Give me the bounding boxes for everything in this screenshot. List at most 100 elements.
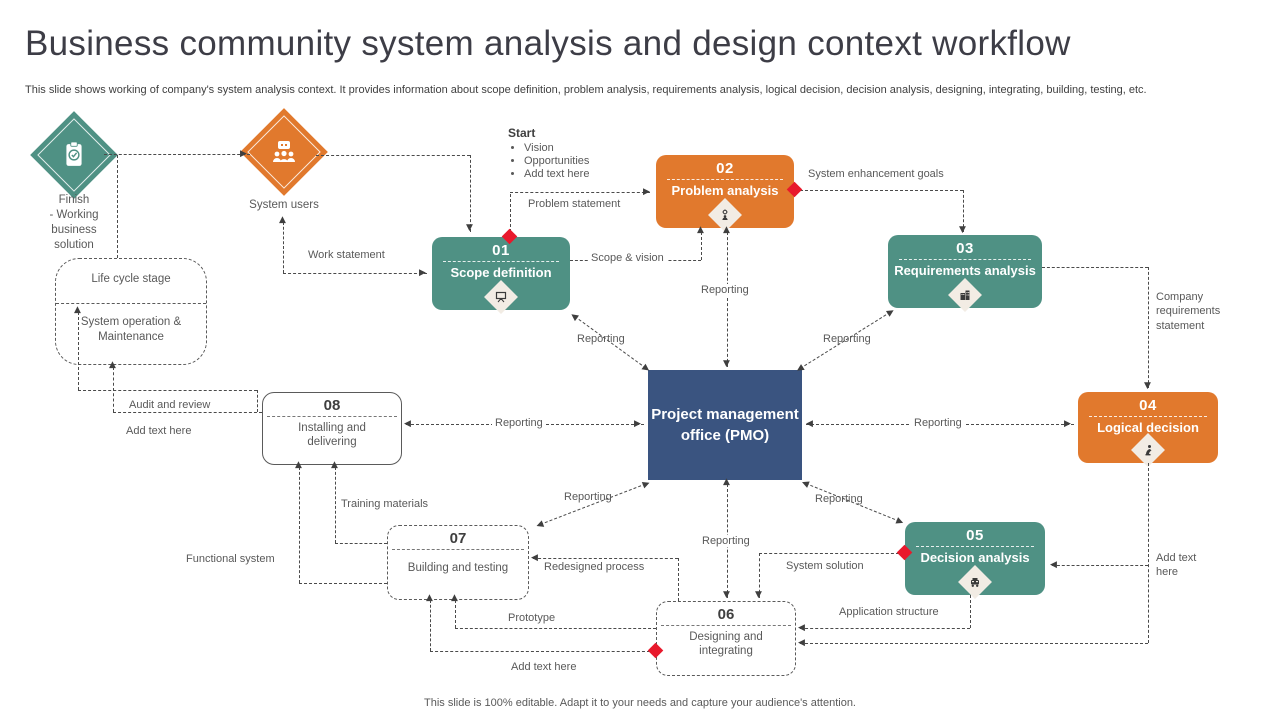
connector xyxy=(963,190,964,232)
connector xyxy=(1148,267,1149,388)
connector xyxy=(701,232,702,260)
node-label: Building and testing xyxy=(407,562,509,574)
connector xyxy=(455,628,656,629)
arrowhead: ▼ xyxy=(723,590,730,600)
connector xyxy=(470,155,471,232)
arrowhead: ▲ xyxy=(451,593,458,603)
edge-label-training-materials: Training materials xyxy=(338,498,432,510)
connector xyxy=(299,467,300,583)
start-title: Start xyxy=(508,126,536,140)
node-separator xyxy=(443,261,559,262)
arrowhead: ▼ xyxy=(466,223,473,233)
connector xyxy=(1042,267,1148,268)
edge-label-redesigned-process: Redesigned process xyxy=(544,561,645,573)
node-separator xyxy=(267,416,397,417)
arrowhead: ◀ xyxy=(531,553,538,563)
connector xyxy=(970,595,971,628)
connector xyxy=(455,600,456,628)
arrowhead: ▼ xyxy=(959,225,966,235)
node-number: 06 xyxy=(717,606,735,623)
arrowhead: ▼ xyxy=(755,590,762,600)
connector xyxy=(104,154,250,155)
connector: ◀▶ xyxy=(534,477,651,530)
connector xyxy=(78,390,257,391)
arrowhead: ▲ xyxy=(697,225,704,235)
users-icon xyxy=(273,141,295,162)
node-label: Problem analysis xyxy=(671,183,779,198)
lifecycle-divider xyxy=(56,303,206,304)
connector xyxy=(316,155,470,156)
arrowhead: ◀ xyxy=(800,476,811,489)
edge-label-reporting: Reporting xyxy=(564,491,612,503)
arrowhead: ▼ xyxy=(723,359,730,369)
edge-label-problem-statement: Problem statement xyxy=(528,198,621,210)
node-04-logical-decision: 04 Logical decision xyxy=(1078,392,1218,467)
connector xyxy=(800,643,1148,644)
arrowhead: ▲ xyxy=(109,360,116,370)
system-users-label: System users xyxy=(249,199,319,211)
edge-label-audit-review: Audit and review xyxy=(126,399,214,411)
arrowhead: ▲ xyxy=(723,477,730,487)
node-separator xyxy=(392,549,524,550)
node-label: Logical decision xyxy=(1097,420,1199,435)
node-separator xyxy=(667,179,783,180)
node-number: 05 xyxy=(966,527,984,544)
decision-analysis-icon xyxy=(958,565,992,599)
node-label: Requirements analysis xyxy=(894,263,1036,278)
connector xyxy=(533,558,678,559)
node-number: 08 xyxy=(323,397,341,414)
connector xyxy=(1052,565,1148,566)
connector xyxy=(283,273,427,274)
edge-label-reporting: Reporting xyxy=(911,417,965,429)
node-03-requirements-analysis: 03 Requirements analysis xyxy=(888,235,1042,312)
connector xyxy=(678,558,679,601)
node-number: 07 xyxy=(449,530,467,547)
pmo-label: Project management office (PMO) xyxy=(651,406,799,444)
scope-definition-icon xyxy=(484,280,518,314)
connector xyxy=(113,412,262,413)
connector xyxy=(78,312,79,390)
node-separator xyxy=(661,625,791,626)
node-label: Decision analysis xyxy=(920,550,1030,565)
finish-label: Finish - Working business solution xyxy=(49,194,99,251)
page-subtitle: This slide shows working of company's sy… xyxy=(25,84,1147,96)
connector xyxy=(117,155,118,258)
requirements-analysis-icon xyxy=(948,278,982,312)
connector xyxy=(299,583,387,584)
finish-diamond xyxy=(30,111,118,199)
node-02-problem-analysis: 02 Problem analysis xyxy=(656,155,794,232)
arrowhead: ▶ xyxy=(240,149,247,159)
arrowhead: ▲ xyxy=(426,593,433,603)
arrowhead: ▶ xyxy=(1064,419,1071,429)
connector xyxy=(335,467,336,543)
arrowhead: ▲ xyxy=(295,460,302,470)
edge-label-system-solution: System solution xyxy=(786,560,864,572)
node-01-scope-definition: 01 Scope definition xyxy=(432,237,570,314)
lifecycle-stage-label: Life cycle stage xyxy=(91,273,171,285)
edge-label-system-enhancement-goals: System enhancement goals xyxy=(808,168,944,180)
edge-label-reporting: Reporting xyxy=(698,284,752,296)
arrowhead: ◀ xyxy=(806,419,813,429)
start-item: Add text here xyxy=(524,168,628,180)
edge-label-prototype: Prototype xyxy=(508,612,556,624)
connector xyxy=(727,232,728,367)
edge-label-reporting: Reporting xyxy=(577,333,625,345)
node-08-installing-delivering: 08 Installing and delivering xyxy=(262,392,402,465)
node-separator xyxy=(1089,416,1207,417)
arrowhead: ▲ xyxy=(74,305,81,315)
arrowhead: ▶ xyxy=(634,419,641,429)
connector xyxy=(800,190,963,191)
arrowhead: ◀ xyxy=(534,518,545,531)
arrowhead: ▶ xyxy=(419,268,426,278)
connector xyxy=(510,194,511,237)
node-number: 02 xyxy=(716,160,734,177)
edge-label-scope-vision: Scope & vision xyxy=(588,252,667,264)
arrowhead: ◀ xyxy=(798,623,805,633)
node-07-building-testing: 07 Building and testing xyxy=(387,525,529,600)
connector xyxy=(510,192,650,193)
connector xyxy=(430,651,650,652)
logical-decision-icon xyxy=(1131,433,1165,467)
arrowhead: ◀ xyxy=(798,638,805,648)
problem-analysis-icon xyxy=(708,198,742,232)
